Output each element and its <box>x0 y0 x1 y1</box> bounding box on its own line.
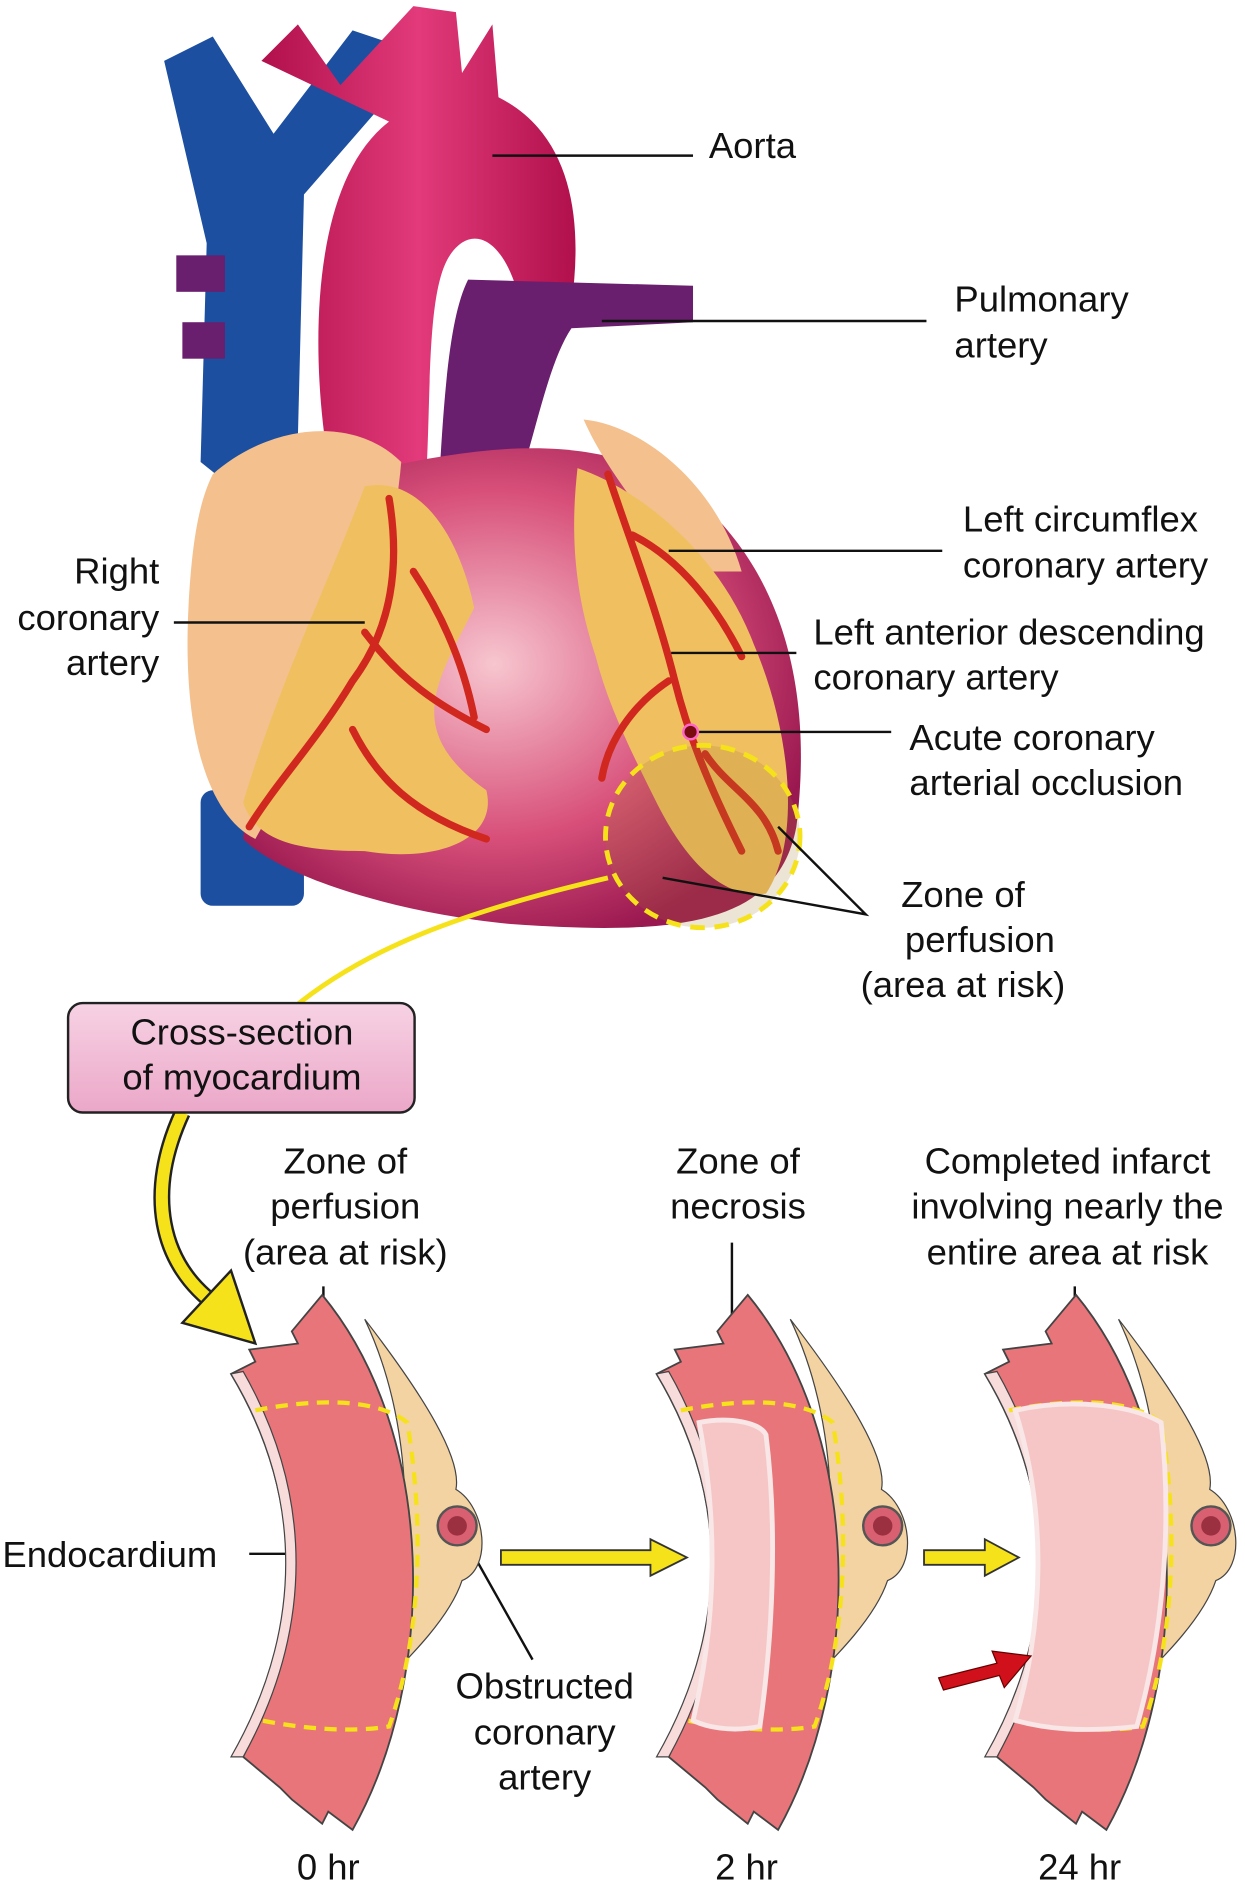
epicardial-fat-right <box>243 485 488 855</box>
time-label-1: 2 hr <box>715 1847 778 1887</box>
label-endocardium: Endocardium <box>2 1534 217 1575</box>
label-zone-perfusion-heart: Zone of perfusion (area at risk) <box>861 874 1066 1005</box>
myocardium-section-0 <box>229 1293 483 1832</box>
label-line: of myocardium <box>122 1056 361 1097</box>
label-line: Zone of <box>901 874 1026 915</box>
section-title-2: Completed infarct involving nearly the e… <box>911 1140 1223 1272</box>
label-line: Cross-section <box>130 1011 353 1052</box>
progression-arrow-2 <box>923 1537 1021 1578</box>
label-line: perfusion <box>905 919 1055 960</box>
label-aorta: Aorta <box>709 125 797 166</box>
label-line: Zone of <box>283 1140 408 1181</box>
infarct-zone-1 <box>690 1417 776 1732</box>
endocardium-layer <box>229 1370 297 1758</box>
label-line: involving nearly the <box>911 1185 1223 1226</box>
superior-vena-cava <box>164 30 426 487</box>
label-occlusion: Acute coronary arterial occlusion <box>909 717 1183 803</box>
progression-arrow-1 <box>500 1537 689 1578</box>
red-arrow-indicator <box>937 1650 1033 1691</box>
label-obstructed-artery: Obstructed coronary artery <box>456 1666 634 1798</box>
label-line: coronary <box>17 597 160 638</box>
label-left-circumflex: Left circumflex coronary artery <box>963 498 1209 585</box>
left-atrial-appendage <box>583 419 742 572</box>
section-title-1: Zone of necrosis <box>670 1140 806 1226</box>
label-line: artery <box>498 1757 592 1798</box>
time-label-2: 24 hr <box>1038 1847 1121 1887</box>
label-line: coronary artery <box>963 545 1209 586</box>
heart-illustration <box>164 6 803 931</box>
label-right-coronary: Right coronary artery <box>17 551 160 683</box>
label-line: arterial occlusion <box>909 762 1183 803</box>
label-line: (area at risk) <box>861 964 1066 1005</box>
label-line: (area at risk) <box>243 1231 448 1272</box>
label-line: perfusion <box>270 1185 420 1226</box>
label-line: coronary artery <box>813 656 1059 697</box>
label-line: Right <box>74 551 159 592</box>
cross-section-connector-arrow <box>153 875 609 1346</box>
artery-lumen <box>447 1516 467 1536</box>
label-line: Acute coronary <box>909 717 1155 758</box>
cross-section-label-box: Cross-section of myocardium <box>66 1001 416 1114</box>
aorta-vessel <box>261 6 576 487</box>
section-title-0: Zone of perfusion (area at risk) <box>243 1140 448 1272</box>
label-line: Completed infarct <box>925 1140 1211 1181</box>
label-line: Obstructed <box>456 1666 634 1707</box>
time-label-0: 0 hr <box>297 1847 360 1887</box>
label-line: Pulmonary <box>954 278 1129 319</box>
label-line: Left circumflex <box>963 498 1198 539</box>
area-at-risk-outline <box>603 742 803 931</box>
coronary-arteries <box>245 470 782 855</box>
infarct-zone-2 <box>1012 1401 1169 1732</box>
label-line: coronary <box>474 1712 617 1753</box>
artery-lumen <box>872 1516 893 1536</box>
label-line: Zone of <box>676 1140 801 1181</box>
label-line: entire area at risk <box>927 1231 1210 1272</box>
occlusion-site <box>682 723 700 741</box>
label-line: necrosis <box>670 1185 806 1226</box>
label-pulmonary-artery: Pulmonary artery <box>954 278 1129 365</box>
label-line: artery <box>66 642 160 683</box>
myocardium-section-1 <box>655 1293 909 1832</box>
label-line: Left anterior descending <box>813 611 1204 652</box>
artery-lumen <box>1201 1516 1221 1536</box>
label-line: artery <box>954 324 1048 365</box>
label-lad: Left anterior descending coronary artery <box>813 611 1204 697</box>
